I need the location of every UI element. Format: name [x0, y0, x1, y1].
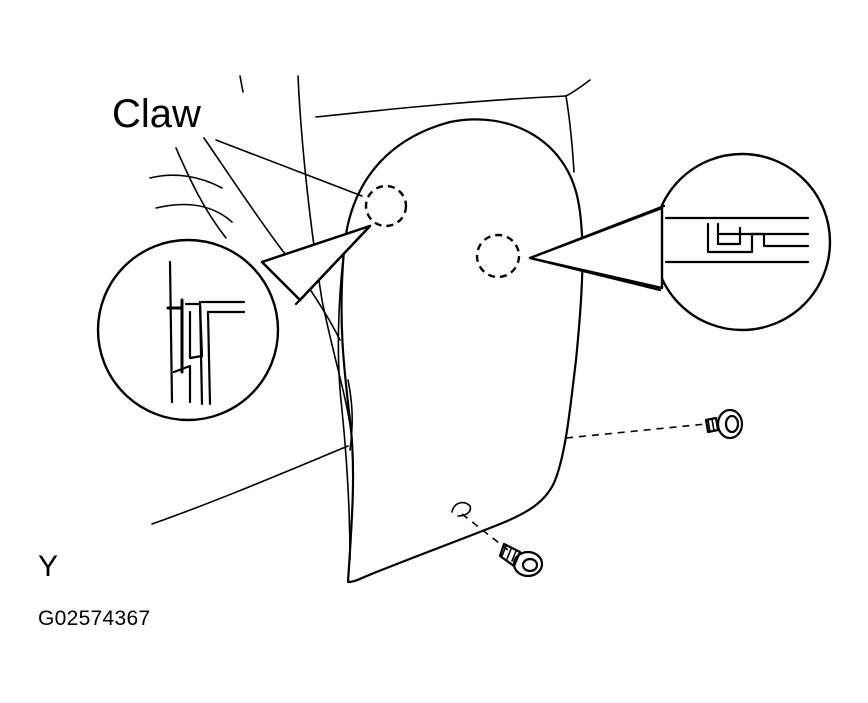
clip-location-center	[475, 233, 521, 279]
cover-panel	[337, 118, 584, 584]
background-trim-lines	[149, 75, 591, 525]
view-label: Y	[38, 550, 59, 583]
left-detail-callout	[96, 224, 372, 422]
claw-location-upper	[364, 184, 408, 228]
claw-leader-line	[215, 139, 363, 197]
right-detail-callout	[528, 152, 832, 332]
claw-label: Claw	[112, 92, 201, 136]
figure-code: G02574367	[38, 607, 151, 630]
screw-bottom	[461, 513, 544, 578]
screw-right	[565, 408, 744, 440]
